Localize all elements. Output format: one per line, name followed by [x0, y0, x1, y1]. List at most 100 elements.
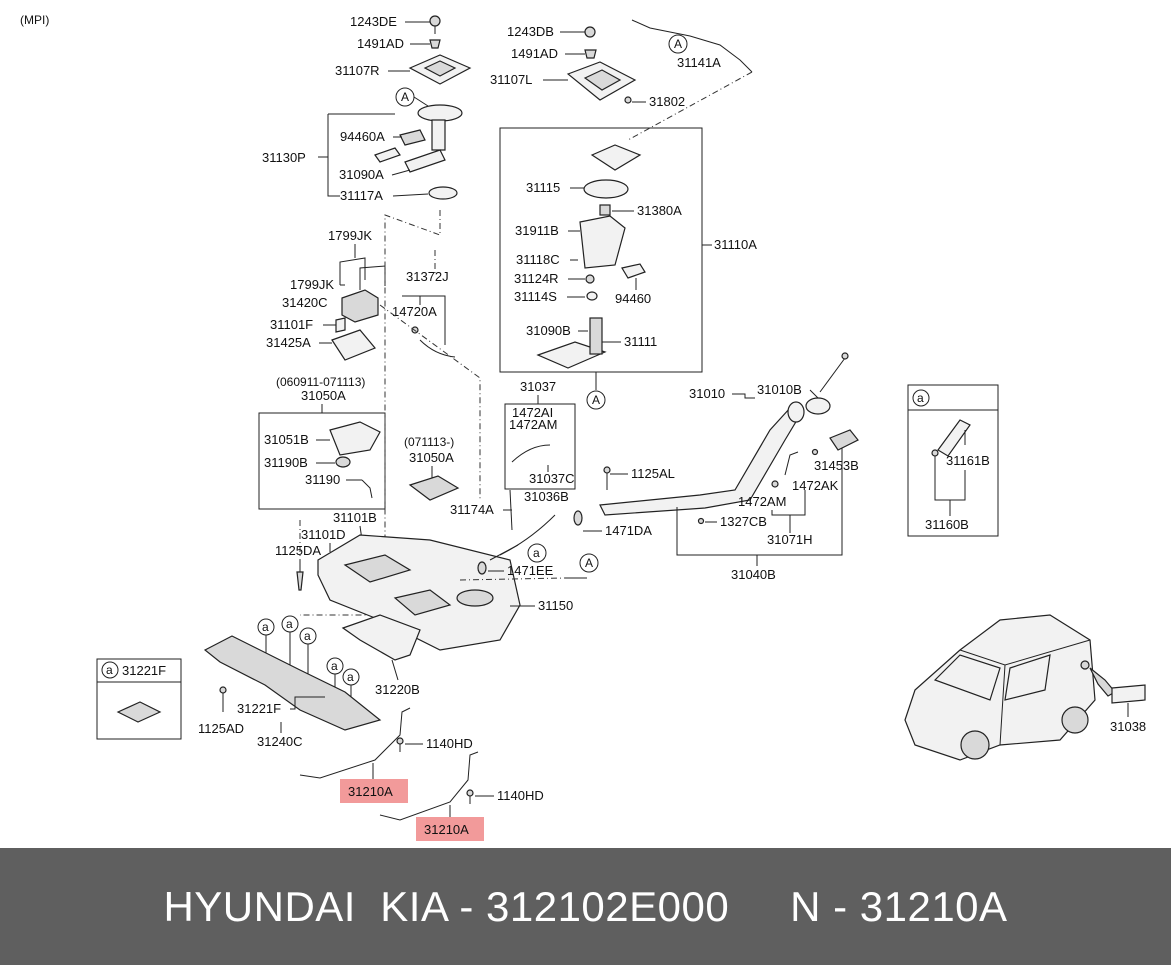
- part-label-31090B: 31090B: [526, 323, 571, 338]
- part-label-31037: 31037: [520, 379, 556, 394]
- part-label-1491AD-a: 1491AD: [357, 36, 404, 51]
- fuel-sender-group: 1243DE 1491AD 31107R A 94460A 31130P 310…: [262, 14, 472, 203]
- part-label-31101B: 31101B: [333, 510, 377, 525]
- part-label-31210A-b: 31210A: [424, 822, 469, 837]
- canister-group: 1799JK 1799JK 31420C 31101F 31425A 31372…: [266, 228, 456, 361]
- part-label-14720A: 14720A: [392, 304, 437, 319]
- ref-a-box: a: [106, 663, 113, 677]
- ref-A-pump: A: [592, 393, 600, 407]
- ref-a-cover-1: a: [262, 620, 269, 634]
- part-label-31141A: 31141A: [677, 55, 721, 70]
- part-label-31372J: 31372J: [406, 269, 449, 284]
- engine-note: (MPI): [20, 13, 49, 27]
- part-label-94460A: 94460A: [340, 129, 385, 144]
- part-label-31101F: 31101F: [270, 317, 313, 332]
- part-label-31220B: 31220B: [375, 682, 420, 697]
- part-label-94460: 94460: [615, 291, 651, 306]
- part-label-31071H: 31071H: [767, 532, 813, 547]
- ref-a-cover-3: a: [304, 629, 311, 643]
- part-label-31380A: 31380A: [637, 203, 682, 218]
- under-cover-group: a a a a a a 31221F 1125AD 31221F 31240C: [96, 615, 382, 749]
- part-label-1472AI: 1472AI: [512, 405, 553, 420]
- part-label-31453B: 31453B: [814, 458, 859, 473]
- part-label-31190B: 31190B: [264, 455, 308, 470]
- part-label-31420C: 31420C: [282, 295, 328, 310]
- part-label-1471DA: 1471DA: [605, 523, 652, 538]
- part-label-31150: 31150: [538, 598, 573, 613]
- filler-hose-group: 31037 1472AI 1472AM 31037C 31036B 31174A…: [450, 379, 652, 556]
- dashed-leaders: [299, 71, 753, 616]
- part-label-31117A: 31117A: [340, 188, 383, 203]
- ref-a-pipe-box: a: [917, 391, 924, 405]
- part-label-31114S: 31114S: [514, 289, 557, 304]
- part-label-31036B: 31036B: [524, 489, 569, 504]
- part-label-31221F-box: 31221F: [122, 663, 166, 678]
- part-label-1125AL: 1125AL: [631, 466, 675, 481]
- part-label-1125DA: 1125DA: [275, 543, 321, 558]
- part-label-31040B: 31040B: [731, 567, 776, 582]
- part-label-31050A-a: 31050A: [301, 388, 346, 403]
- highlight-31210A-a: [340, 779, 408, 803]
- pressure-sensor-group: (060911-071113) 31050A 31051B 31190B 311…: [258, 375, 460, 510]
- part-label-31051B: 31051B: [264, 432, 309, 447]
- part-label-31190: 31190: [305, 472, 340, 487]
- vehicle-illustration: 31038: [904, 614, 1146, 761]
- part-label-31010B: 31010B: [757, 382, 802, 397]
- part-label-31107R: 31107R: [335, 63, 380, 78]
- part-label-31160B: 31160B: [925, 517, 969, 532]
- ref-a-cover-4: a: [331, 659, 338, 673]
- part-label-31240C: 31240C: [257, 734, 303, 749]
- part-label-31101D: 31101D: [301, 527, 346, 542]
- part-label-31221F: 31221F: [237, 701, 281, 716]
- ref-A-tank: A: [585, 556, 593, 570]
- fuel-system-parts-diagram: (MPI) 1243DE 1491AD 31107R A 94460A 3113…: [20, 13, 1146, 841]
- ref-a-cover-2: a: [286, 617, 293, 631]
- part-label-1243DB: 1243DB: [507, 24, 554, 39]
- part-label-31118C: 31118C: [516, 252, 560, 267]
- filler-neck-group: 31010 31010B 31453B 1125AL 1472AM 1472AK…: [599, 352, 859, 582]
- fuel-pump-module-group: 1243DB 1491AD 31107L A 31141A 31802 3111…: [490, 19, 757, 410]
- part-label-31124R: 31124R: [514, 271, 559, 286]
- part-label-31115: 31115: [526, 180, 560, 195]
- part-label-1491AD-b: 1491AD: [511, 46, 558, 61]
- filler-pipe-box-group: a 31161B 31160B: [907, 384, 999, 537]
- part-label-31110A: 31110A: [714, 237, 757, 252]
- fuel-tank-group: 31101B 31101D 1125DA a 1471EE A 31150 31…: [275, 510, 599, 697]
- part-label-1140HD-b: 1140HD: [497, 788, 544, 803]
- part-label-31010: 31010: [689, 386, 725, 401]
- part-label-31161B: 31161B: [946, 453, 990, 468]
- part-label-1472AK: 1472AK: [792, 478, 839, 493]
- ref-a-tank: a: [533, 546, 540, 560]
- part-label-31210A-a: 31210A: [348, 784, 393, 799]
- part-label-1472AM-a: 1472AM: [509, 417, 557, 432]
- part-label-31038: 31038: [1110, 719, 1146, 734]
- ref-A-vent-line: A: [674, 37, 682, 51]
- part-label-date-060911: (060911-071113): [276, 375, 365, 389]
- part-number-footer: HYUNDAI KIA - 312102E000 N - 31210A: [0, 848, 1171, 965]
- part-label-31111: 31111: [624, 334, 657, 349]
- part-label-1799JK-b: 1799JK: [290, 277, 334, 292]
- tank-straps-group: 1140HD 1140HD 31210A 31210A: [299, 707, 544, 841]
- part-label-1140HD-a: 1140HD: [426, 736, 473, 751]
- part-label-31911B: 31911B: [515, 223, 559, 238]
- part-label-1471EE: 1471EE: [507, 563, 554, 578]
- ref-A-sender: A: [401, 90, 409, 104]
- part-label-31090A: 31090A: [339, 167, 384, 182]
- part-label-31130P: 31130P: [262, 150, 306, 165]
- part-label-31050A-b: 31050A: [409, 450, 454, 465]
- part-label-1125AD: 1125AD: [198, 721, 244, 736]
- part-label-31037C: 31037C: [529, 471, 575, 486]
- part-label-1327CB: 1327CB: [720, 514, 767, 529]
- highlight-31210A-b: [416, 817, 484, 841]
- part-label-31802: 31802: [649, 94, 685, 109]
- part-label-31425A: 31425A: [266, 335, 311, 350]
- part-label-31107L: 31107L: [490, 72, 532, 87]
- part-label-1472AM-b: 1472AM: [738, 494, 786, 509]
- part-label-1243DE: 1243DE: [350, 14, 397, 29]
- part-label-1799JK-a: 1799JK: [328, 228, 372, 243]
- footer-text: HYUNDAI KIA - 312102E000 N - 31210A: [163, 882, 1008, 930]
- part-label-31174A: 31174A: [450, 502, 494, 517]
- ref-a-cover-5: a: [347, 670, 354, 684]
- part-label-date-071113: (071113-): [404, 435, 454, 449]
